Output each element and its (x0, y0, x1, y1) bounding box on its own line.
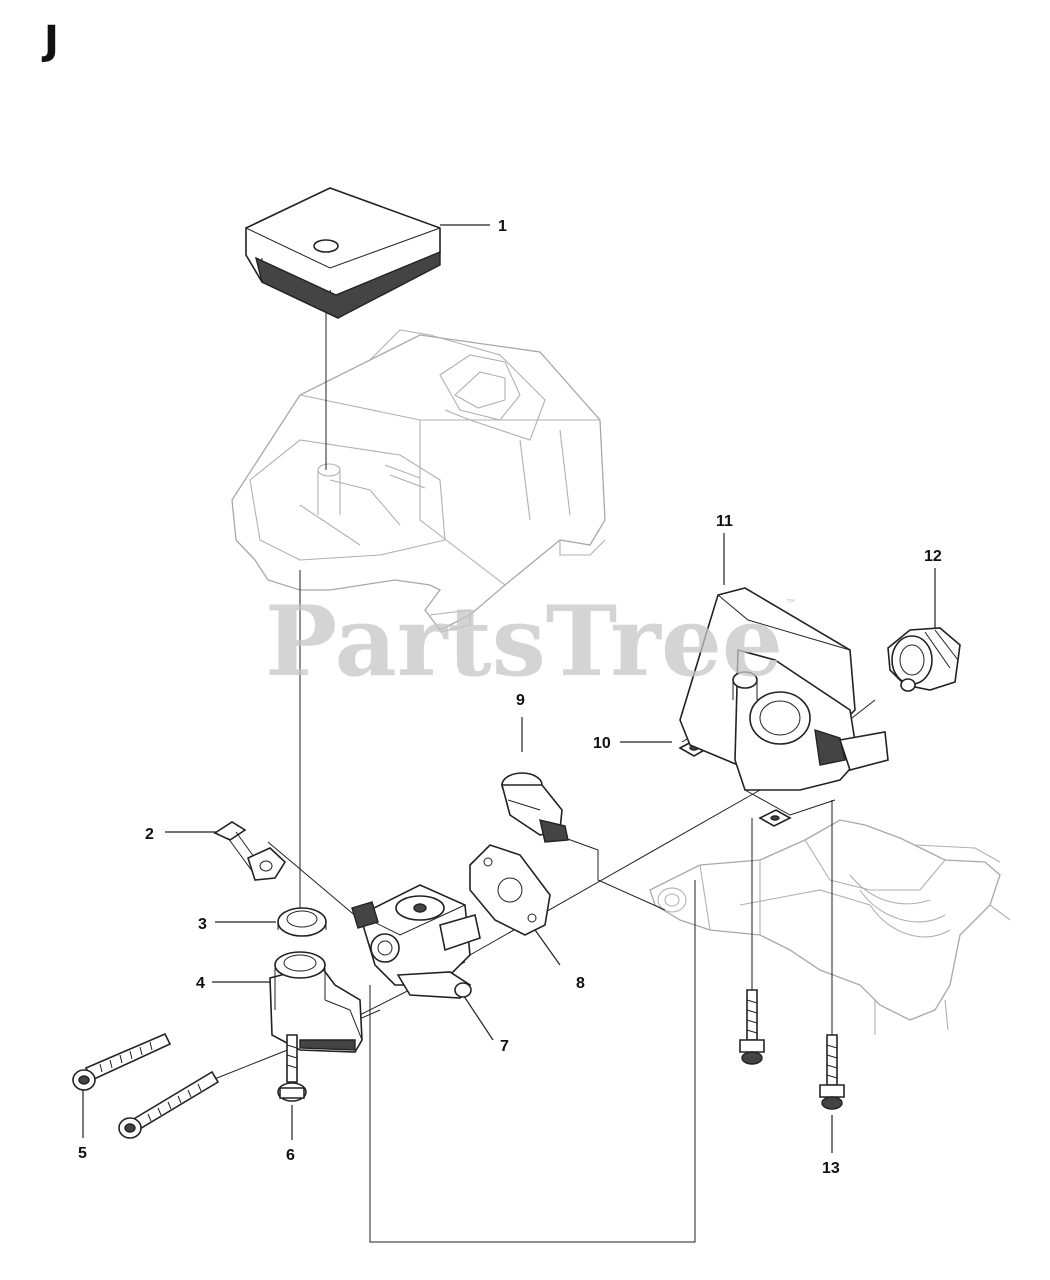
callout-9[interactable]: 9 (516, 692, 525, 709)
callout-1[interactable]: 1 (498, 218, 507, 235)
watermark: PartsTree (265, 585, 783, 698)
section-letter: J (44, 18, 59, 64)
callout-6[interactable]: 6 (286, 1147, 295, 1164)
crankcase (649, 819, 1011, 1035)
callout-5[interactable]: 5 (78, 1145, 87, 1162)
callout-7[interactable]: 7 (500, 1038, 509, 1055)
carburetor (351, 884, 481, 999)
callout-11[interactable]: 11 (716, 513, 733, 530)
callout-13[interactable]: 13 (822, 1160, 840, 1177)
intake-boot (887, 627, 961, 692)
callout-4[interactable]: 4 (196, 975, 205, 992)
callout-10[interactable]: 10 (593, 735, 611, 752)
callout-3[interactable]: 3 (198, 916, 207, 933)
callout-2[interactable]: 2 (145, 826, 154, 843)
mounting-bolts (739, 989, 845, 1110)
primer-bulb (500, 772, 569, 843)
watermark-tm: ™ (785, 597, 797, 611)
callout-8[interactable]: 8 (576, 975, 585, 992)
intake-manifold (269, 951, 363, 1053)
air-filter (245, 187, 441, 319)
short-screw (277, 1034, 307, 1102)
carburetor-gasket (469, 844, 551, 936)
callout-12[interactable]: 12 (924, 548, 942, 565)
throttle-link-rod (213, 821, 287, 881)
long-screws (72, 1032, 220, 1139)
intake-ring (277, 907, 327, 937)
air-filter-housing (231, 329, 606, 633)
intake-adapter (679, 587, 889, 816)
